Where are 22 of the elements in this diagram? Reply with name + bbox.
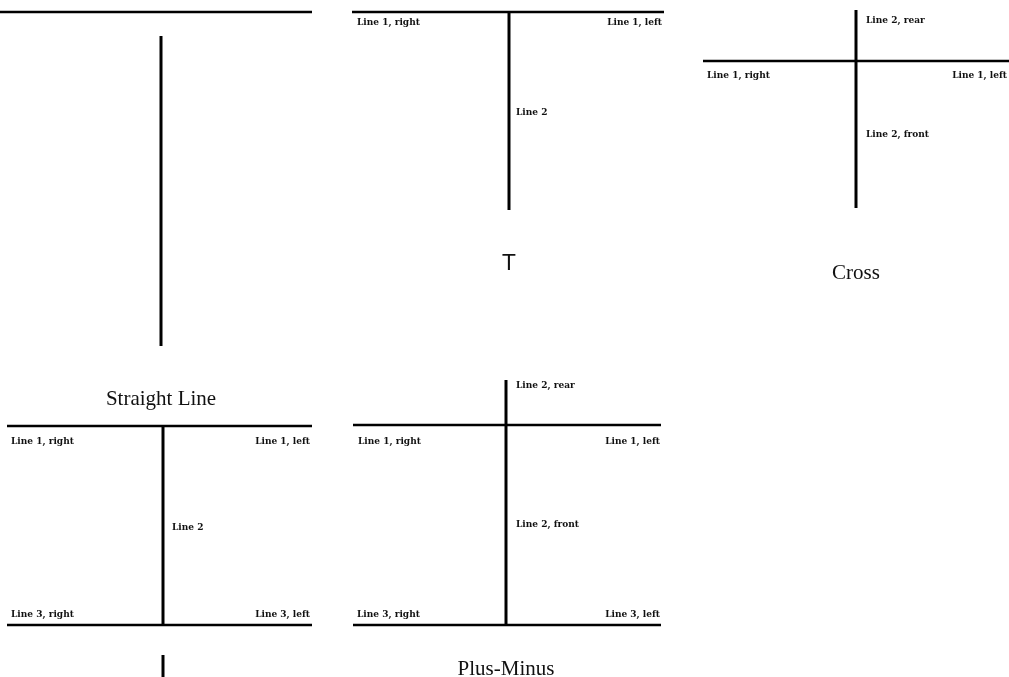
line-label: Line 2: [516, 107, 548, 117]
line-label: Line 1, right: [11, 436, 74, 446]
line-label: Line 2, front: [866, 129, 929, 139]
line-label: Line 3, right: [11, 609, 74, 619]
line-label: Line 3, left: [255, 609, 310, 619]
line-label: Line 1, right: [358, 436, 421, 446]
line-label: Line 3, left: [605, 609, 660, 619]
line-label: Line 1, left: [952, 70, 1007, 80]
panel-caption: Plus-Minus: [457, 657, 555, 677]
line-label: Line 1, left: [607, 17, 662, 27]
panel-caption: Straight Line: [105, 387, 217, 409]
line-label: Line 1, left: [255, 436, 310, 446]
line-label: Line 2, rear: [866, 15, 925, 25]
line-label: Line 2: [172, 522, 204, 532]
panel-caption: T: [502, 252, 516, 274]
line-label: Line 2, front: [516, 519, 579, 529]
line-label: Line 1, left: [605, 436, 660, 446]
line-label: Line 3, right: [357, 609, 420, 619]
line-label: Line 1, right: [707, 70, 770, 80]
line-label: Line 2, rear: [516, 380, 575, 390]
line-label: Line 1, right: [357, 17, 420, 27]
panel-caption: Cross: [832, 261, 880, 283]
